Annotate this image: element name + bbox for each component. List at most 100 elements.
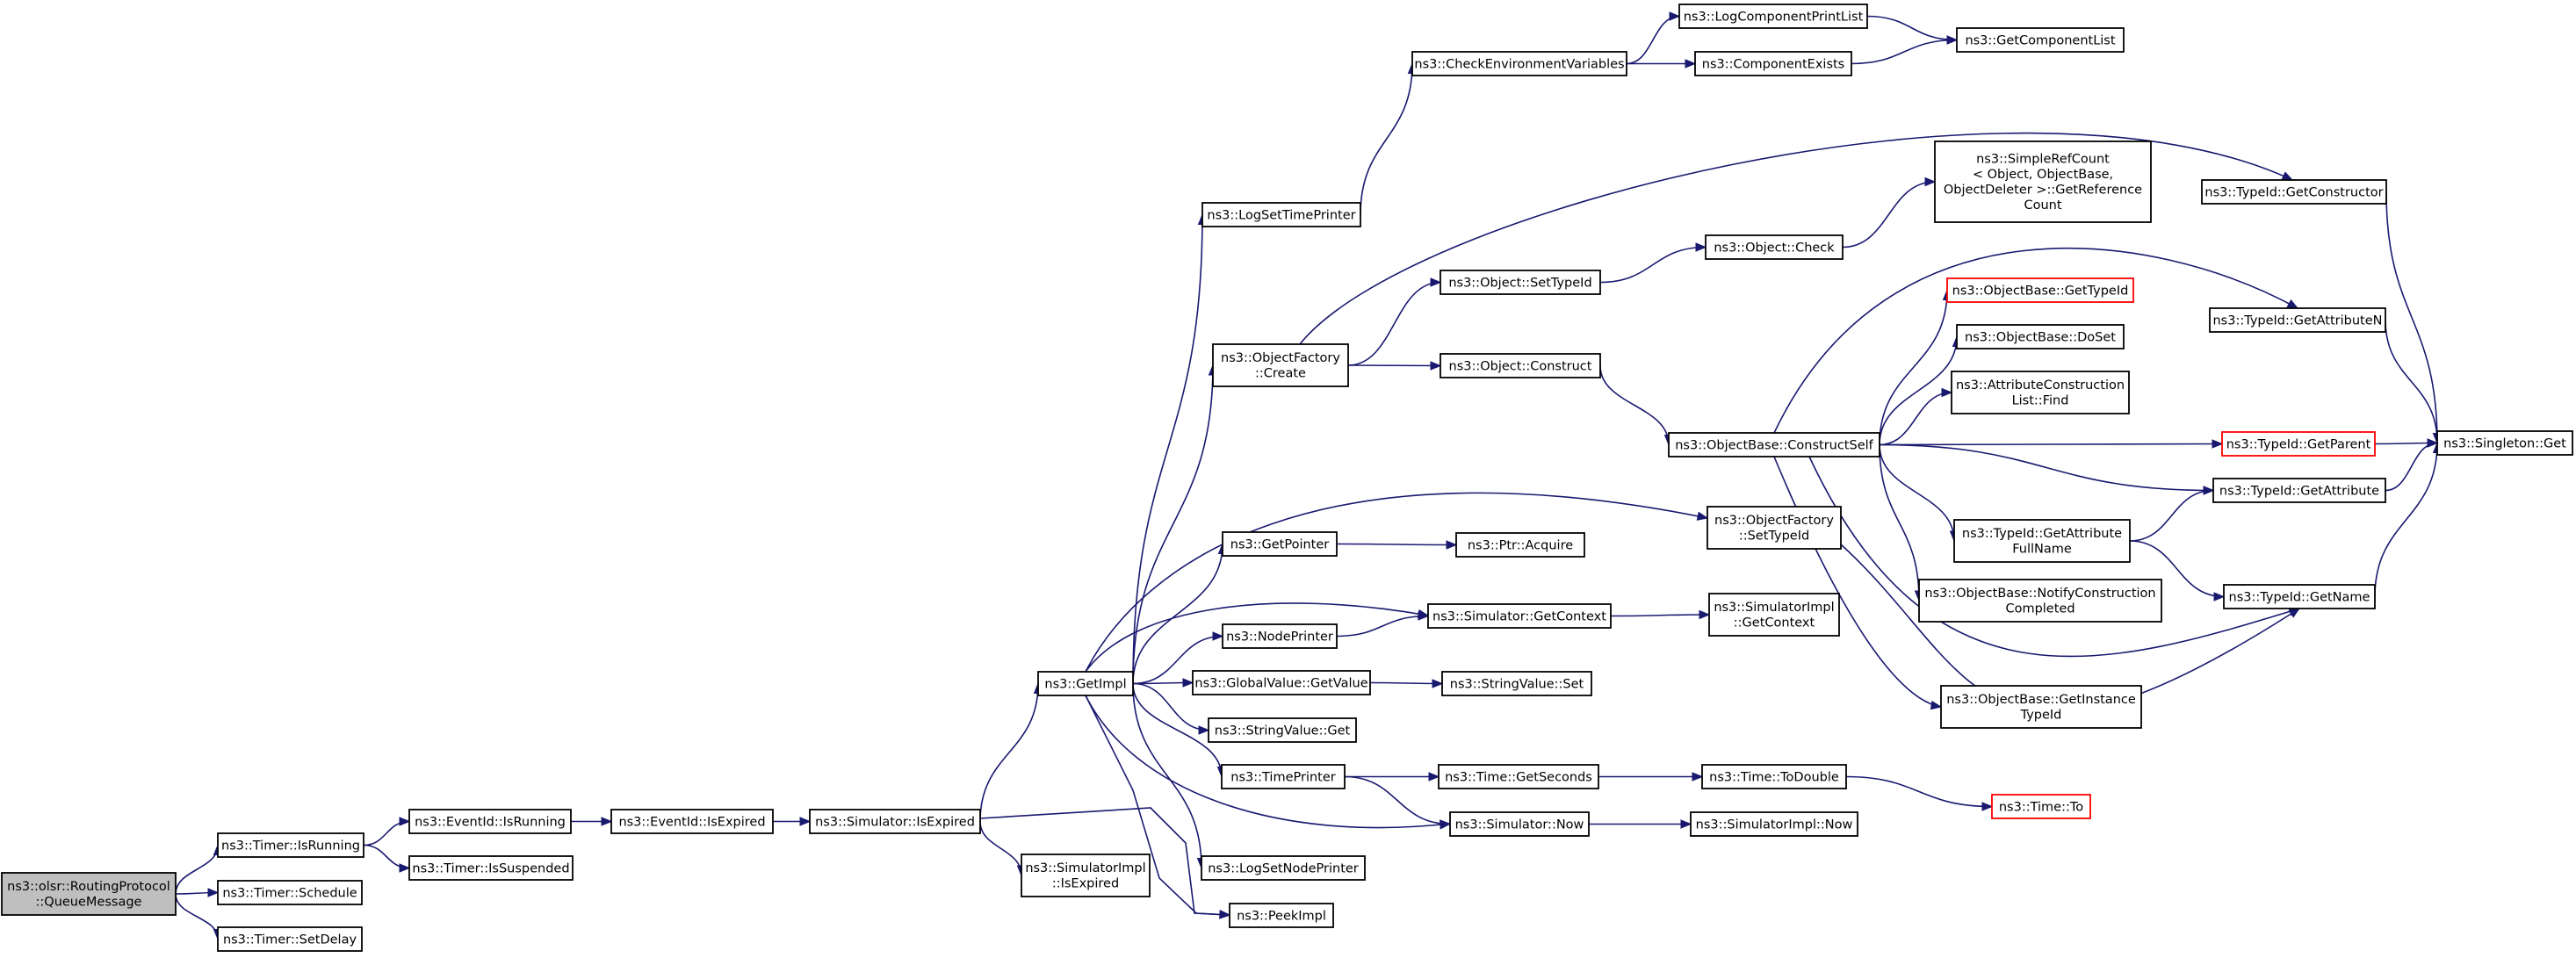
edge-objectbase_constructself-to-typeid_getattribute [1879, 443, 2215, 495]
node-globalvalue-getvalue[interactable]: ns3::GlobalValue::GetValue [1192, 670, 1371, 695]
node-typeid-getattribute[interactable]: ns3::TypeId::GetAttribute [2212, 478, 2386, 503]
node-objectbase-gettypeid[interactable]: ns3::ObjectBase::GetTypeId [1946, 277, 2134, 303]
node-queue-message[interactable]: ns3::olsr::RoutingProtocol::QueueMessage [1, 872, 177, 916]
node-simulator-isexpired[interactable]: ns3::Simulator::IsExpired [809, 809, 981, 834]
node-checkenv[interactable]: ns3::CheckEnvironmentVariables [1411, 51, 1627, 76]
node-box [809, 809, 981, 834]
node-nodeprinter[interactable]: ns3::NodePrinter [1222, 623, 1338, 649]
node-label: ns3::TypeId::GetName [2229, 590, 2370, 604]
node-stringvalue-get[interactable]: ns3::StringValue::Get [1208, 717, 1357, 743]
edge-getimpl-to-peekimpl [1085, 695, 1231, 919]
node-timer-schedule[interactable]: ns3::Timer::Schedule [217, 880, 363, 905]
edge-line [1344, 775, 1451, 825]
arrowhead-icon [799, 817, 812, 826]
edge-line [1132, 214, 1203, 684]
node-label: ns3::LogSetNodePrinter [1208, 861, 1359, 875]
node-timer-isrunning[interactable]: ns3::Timer::IsRunning [217, 832, 364, 858]
node-box [1222, 623, 1338, 649]
node-label: ns3::TimePrinter [1230, 770, 1336, 784]
node-label: ns3::Timer::Schedule [222, 886, 357, 900]
node-componentexists[interactable]: ns3::ComponentExists [1694, 51, 1852, 76]
arrowhead-icon [1669, 11, 1681, 21]
edge-logsettimeprinter-to-checkenv [1360, 62, 1418, 215]
node-objectbase-constructself[interactable]: ns3::ObjectBase::ConstructSelf [1668, 432, 1880, 457]
node-label: ns3::Timer::IsRunning [221, 839, 360, 853]
arrowhead-icon [1428, 772, 1440, 782]
node-box [1, 872, 177, 916]
node-box [1449, 811, 1590, 837]
node-label: ns3::TypeId::GetAttribute [2219, 484, 2379, 498]
node-stringvalue-set[interactable]: ns3::StringValue::Set [1441, 671, 1592, 696]
node-time-to[interactable]: ns3::Time::To [1991, 794, 2091, 819]
edge-getimpl-to-stringvalue_get [1132, 682, 1210, 735]
node-box [2221, 431, 2376, 457]
node-logsettimeprinter[interactable]: ns3::LogSetTimePrinter [1201, 202, 1361, 227]
node-label: ObjectDeleter >::GetReference [1944, 184, 2142, 198]
node-label: ns3::SimulatorImpl [1025, 861, 1145, 875]
edge-line [1132, 364, 1214, 684]
node-typeid-getattributen[interactable]: ns3::TypeId::GetAttributeN [2209, 307, 2386, 333]
node-getimpl[interactable]: ns3::GetImpl [1037, 671, 1134, 696]
node-getcomponentlist[interactable]: ns3::GetComponentList [1956, 27, 2125, 53]
edge-line [1626, 15, 1680, 65]
node-label: Completed [2005, 602, 2075, 616]
node-timer-setdelay[interactable]: ns3::Timer::SetDelay [217, 926, 363, 952]
node-objectfactory-create[interactable]: ns3::ObjectFactory::Create [1212, 343, 1349, 387]
node-peekimpl[interactable]: ns3::PeekImpl [1229, 903, 1334, 928]
edge-line [1132, 544, 1223, 684]
node-label: ns3::LogSetTimePrinter [1207, 208, 1355, 222]
node-ptr-acquire[interactable]: ns3::Ptr::Acquire [1455, 532, 1585, 558]
node-getpointer[interactable]: ns3::GetPointer [1222, 531, 1338, 557]
node-simimpl-getcontext[interactable]: ns3::SimulatorImpl::GetContext [1708, 593, 1840, 637]
arrowhead-icon [1680, 819, 1692, 829]
node-simulator-now[interactable]: ns3::Simulator::Now [1449, 811, 1590, 837]
node-object-check[interactable]: ns3::Object::Check [1705, 234, 1844, 260]
node-time-todouble[interactable]: ns3::Time::ToDouble [1701, 764, 1847, 789]
node-box [1953, 519, 2131, 563]
node-label: ns3::ObjectFactory [1221, 351, 1340, 365]
node-objectbase-notify[interactable]: ns3::ObjectBase::NotifyConstructionCompl… [1918, 579, 2162, 623]
node-timeprinter[interactable]: ns3::TimePrinter [1221, 764, 1346, 789]
node-eventid-isrunning[interactable]: ns3::EventId::IsRunning [408, 809, 572, 834]
node-object-settypeid[interactable]: ns3::Object::SetTypeId [1440, 270, 1601, 295]
edge-line [1336, 543, 1457, 546]
edge-objectbase_constructself-to-objectbase_notify [1879, 444, 1924, 602]
node-simulator-getcontext[interactable]: ns3::Simulator::GetContext [1427, 603, 1612, 629]
node-objectbase-doset[interactable]: ns3::ObjectBase::DoSet [1956, 324, 2125, 349]
node-box [1455, 532, 1585, 558]
edge-line [1360, 63, 1413, 215]
node-object-construct[interactable]: ns3::Object::Construct [1440, 353, 1601, 378]
edge-queue_message-to-timer_setdelay [175, 893, 223, 940]
node-singleton-get[interactable]: ns3::Singleton::Get [2436, 430, 2573, 456]
edge-line [1879, 336, 1958, 445]
node-logsetnodeprinter[interactable]: ns3::LogSetNodePrinter [1201, 855, 1366, 881]
edge-object_construct-to-objectbase_constructself [1599, 365, 1674, 446]
arrowhead-icon [399, 863, 411, 873]
node-time-getseconds[interactable]: ns3::Time::GetSeconds [1438, 764, 1599, 789]
edge-line [1866, 15, 1958, 41]
node-box [1956, 324, 2125, 349]
node-simimpl-now[interactable]: ns3::SimulatorImpl::Now [1690, 811, 1858, 837]
edge-line [1879, 443, 2223, 446]
edge-componentexists-to-getcomponentlist [1851, 35, 1959, 65]
node-simimpl-isexpired[interactable]: ns3::SimulatorImpl::IsExpired [1021, 854, 1151, 897]
node-typeid-getparent[interactable]: ns3::TypeId::GetParent [2221, 431, 2376, 457]
node-label: ns3::StringValue::Get [1215, 724, 1351, 738]
node-logcomponentprintlist[interactable]: ns3::LogComponentPrintList [1678, 4, 1868, 29]
nodes-layer: ns3::olsr::RoutingProtocol::QueueMessage… [1, 4, 2573, 952]
edge-line [363, 844, 410, 869]
node-label: ::QueueMessage [36, 896, 142, 910]
node-typeid-getname[interactable]: ns3::TypeId::GetName [2223, 584, 2376, 609]
node-timer-issuspended[interactable]: ns3::Timer::IsSuspended [408, 855, 574, 881]
edge-simulator_now-to-simimpl_now [1588, 819, 1692, 829]
node-typeid-getconstructor[interactable]: ns3::TypeId::GetConstructor [2201, 179, 2387, 205]
node-objectfactory-settypeid[interactable]: ns3::ObjectFactory::SetTypeId [1707, 506, 1842, 550]
edge-line [1773, 247, 2298, 434]
node-simplerefcount[interactable]: ns3::SimpleRefCount< Object, ObjectBase,… [1934, 140, 2152, 223]
node-eventid-isexpired[interactable]: ns3::EventId::IsExpired [610, 809, 774, 834]
node-label: ns3::GetImpl [1044, 677, 1126, 691]
node-box [217, 832, 364, 858]
